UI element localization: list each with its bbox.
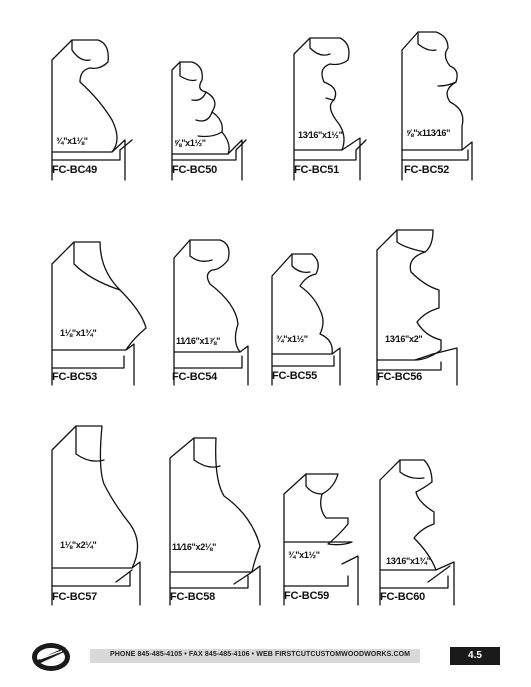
footer-contact-bar bbox=[90, 649, 420, 663]
profile-fc-bc53: 1⅛"x1¾" FC-BC53 bbox=[50, 240, 147, 386]
molding-profile-drawing bbox=[376, 229, 458, 386]
profile-code: FC-BC51 bbox=[294, 164, 340, 176]
profile-code: FC-BC53 bbox=[52, 371, 98, 383]
profile-fc-bc56: 13⁄16"x2" FC-BC56 bbox=[375, 228, 465, 386]
molding-profile-drawing bbox=[51, 39, 133, 181]
profile-fc-bc52: ⅝"x113⁄16" FC-BC52 bbox=[398, 30, 478, 181]
profile-fc-bc57: 1⅛"x2¼" FC-BC57 bbox=[50, 424, 141, 606]
page-footer: PHONE 845-485-4105 • FAX 845-485-4106 • … bbox=[30, 643, 500, 671]
molding-profile-drawing bbox=[173, 239, 249, 386]
profile-code: FC-BC55 bbox=[272, 370, 318, 382]
page-number-badge: 4.5 bbox=[450, 647, 500, 665]
molding-profile-drawing bbox=[51, 241, 147, 386]
profile-code: FC-BC57 bbox=[52, 591, 98, 603]
dimension-label: ⅝"x113⁄16" bbox=[406, 128, 451, 138]
dimension-label: ¾"x1½" bbox=[288, 550, 320, 560]
profile-fc-bc54: 11⁄16"x1⅞" FC-BC54 bbox=[170, 234, 250, 386]
profile-code: FC-BC54 bbox=[172, 371, 218, 383]
profile-code: FC-BC58 bbox=[170, 591, 216, 603]
dimension-label: 13⁄16"x2" bbox=[385, 334, 423, 344]
profile-fc-bc50: ⅝"x1½" FC-BC50 bbox=[168, 40, 248, 181]
profile-fc-bc49: ¾"x1⅛" FC-BC49 bbox=[50, 39, 133, 181]
profile-fc-bc51: 13⁄16"x1½" FC-BC51 bbox=[290, 37, 370, 181]
dimension-label: ⅝"x1½" bbox=[174, 138, 206, 148]
molding-profile-drawing bbox=[283, 473, 359, 606]
footer-contact-text: PHONE 845-485-4105 • FAX 845-485-4106 • … bbox=[110, 651, 411, 658]
dimension-label: 1⅛"x2¼" bbox=[60, 540, 97, 550]
dimension-label: ¾"x1⅛" bbox=[56, 136, 88, 146]
molding-profile-drawing bbox=[293, 37, 367, 181]
dimension-label: 13⁄16"x1¾" bbox=[386, 556, 431, 566]
profile-code: FC-BC60 bbox=[380, 591, 426, 603]
profile-fc-bc58: 11⁄16"x2⅛" FC-BC58 bbox=[168, 436, 261, 606]
dimension-label: 1⅛"x1¾" bbox=[60, 328, 97, 338]
profile-code: FC-BC49 bbox=[52, 164, 98, 176]
dimension-label: 11⁄16"x2⅛" bbox=[172, 542, 217, 552]
molding-profile-drawing bbox=[379, 459, 455, 606]
company-logo-icon bbox=[30, 639, 72, 673]
dimension-label: 11⁄16"x1⅞" bbox=[176, 336, 221, 346]
dimension-label: ¾"x1½" bbox=[276, 334, 308, 344]
molding-profile-drawing bbox=[169, 437, 261, 606]
profile-fc-bc59: ¾"x1½" FC-BC59 bbox=[282, 464, 362, 606]
molding-profile-drawing bbox=[271, 253, 341, 386]
profile-code: FC-BC56 bbox=[377, 371, 423, 383]
profile-fc-bc55: ¾"x1½" FC-BC55 bbox=[270, 252, 350, 386]
molding-profile-drawing bbox=[171, 61, 247, 181]
molding-profile-drawing bbox=[51, 425, 141, 606]
dimension-label: 13⁄16"x1½" bbox=[298, 130, 343, 140]
profile-code: FC-BC50 bbox=[172, 164, 218, 176]
profile-code: FC-BC52 bbox=[404, 164, 450, 176]
molding-profile-drawing bbox=[401, 31, 473, 181]
profile-code: FC-BC59 bbox=[284, 590, 330, 602]
profile-fc-bc60: 13⁄16"x1¾" FC-BC60 bbox=[378, 458, 470, 606]
